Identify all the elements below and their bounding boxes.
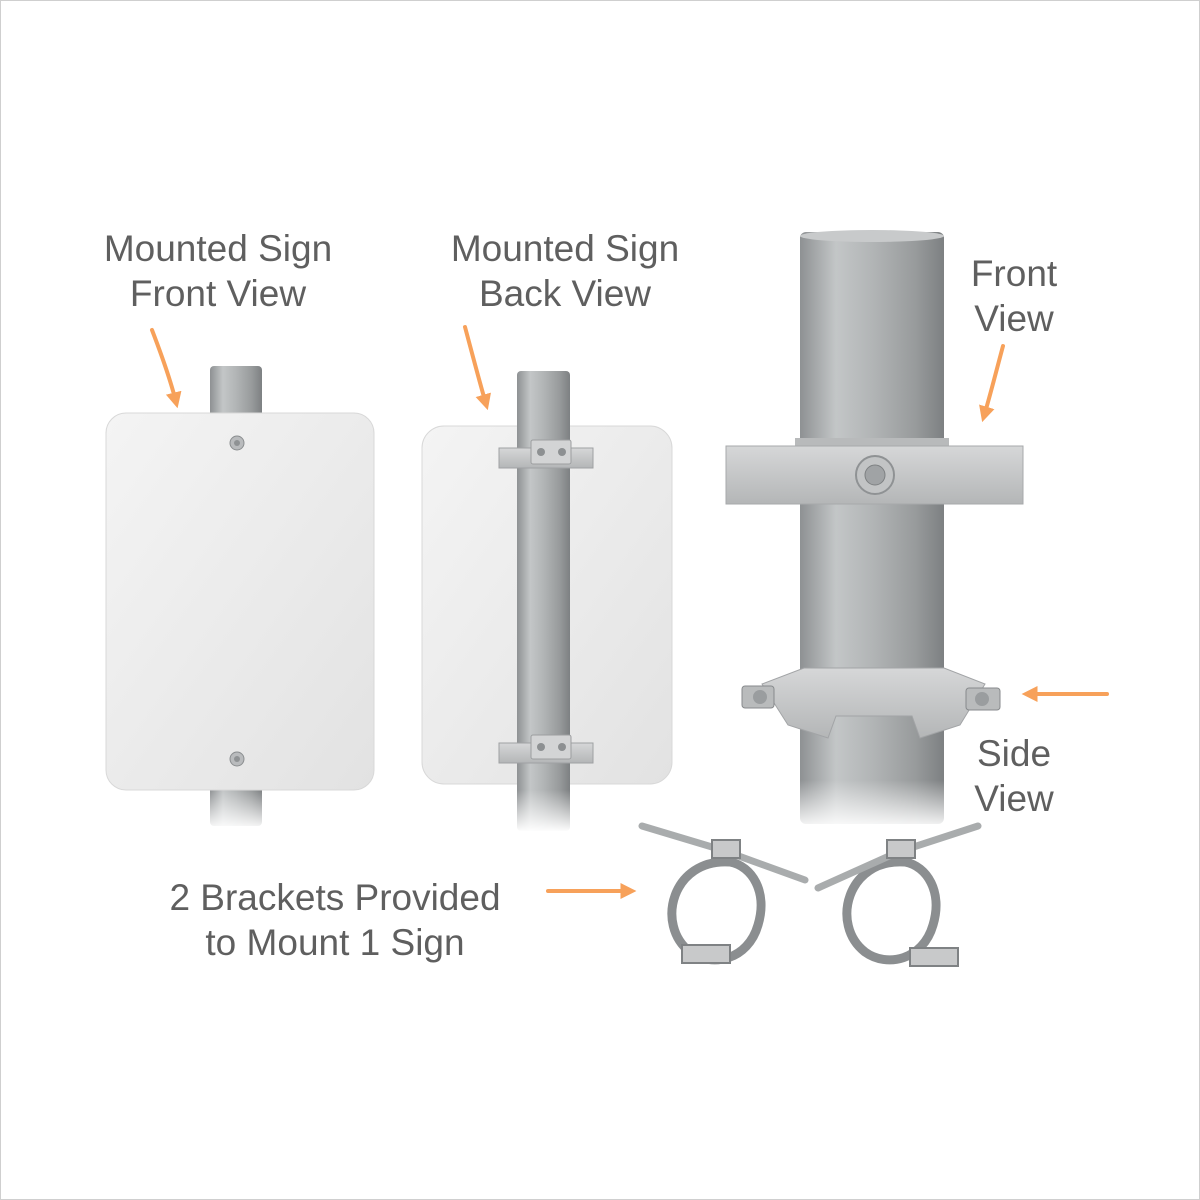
side-view-bracket — [741, 667, 1001, 739]
front-view-sign — [105, 366, 375, 830]
bolt-icon — [229, 751, 245, 767]
brackets-provided-label: 2 Brackets Provided to Mount 1 Sign — [169, 877, 501, 964]
bolt-icon — [229, 435, 245, 451]
back-view-sign — [421, 371, 673, 832]
front-view-bracket — [725, 438, 1024, 505]
back-pole — [517, 371, 570, 831]
front-sign-panel — [105, 412, 375, 791]
loose-bracket — [814, 822, 982, 967]
bracket-front-label: Front View — [970, 253, 1058, 340]
front-sign-label: Mounted Sign Front View — [103, 228, 333, 315]
arrow-icon — [979, 344, 1005, 423]
closeup-pole — [725, 230, 1024, 830]
back-bracket — [498, 734, 594, 764]
arrow-icon — [150, 328, 182, 409]
bracket-side-label: Side View — [974, 733, 1054, 820]
arrow-icon — [463, 325, 491, 411]
loose-bracket — [638, 822, 809, 965]
back-bracket — [498, 439, 594, 469]
back-sign-label: Mounted Sign Back View — [450, 228, 680, 315]
